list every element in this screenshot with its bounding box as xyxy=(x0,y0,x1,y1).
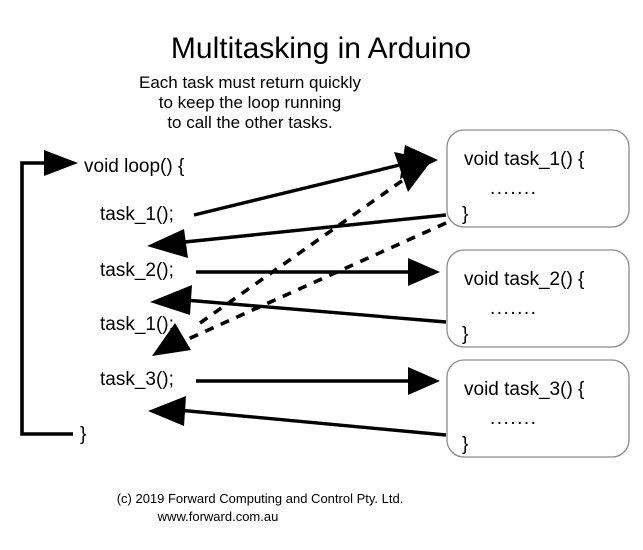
call-arrow-task_3 xyxy=(196,367,440,395)
task-2-open-line: void task_2() { xyxy=(464,269,585,290)
loop-back-connector xyxy=(20,150,78,436)
call-arrow-task_2 xyxy=(196,258,440,286)
task-3-body-line: ....... xyxy=(490,408,537,429)
task-box-outline-1 xyxy=(446,129,630,228)
loop-open-line: void loop() { xyxy=(84,156,185,177)
return-arrow-head-icon-1 xyxy=(147,229,188,258)
task-1-body-line: ....... xyxy=(490,178,537,199)
task-3-open-line: void task_3() { xyxy=(464,379,585,400)
loop-call-label-1: task_1(); xyxy=(100,204,174,225)
subtitle-line-1: Each task must return quickly xyxy=(139,73,362,92)
return-arrow-head-icon-3 xyxy=(152,323,191,356)
call-arrow-task_1-second xyxy=(198,152,432,325)
return-arrow-task_1-second xyxy=(152,221,447,356)
task-box-outline-3 xyxy=(446,359,630,458)
loop-back-arrow-head-icon xyxy=(44,150,78,176)
task-3-close-line: } xyxy=(462,434,468,455)
footer-website: www.forward.com.au xyxy=(157,509,279,524)
task-box-task_3: void task_3() { ....... } xyxy=(446,359,630,458)
return-arrow-head-icon-2 xyxy=(150,285,192,315)
call-arrow-head-icon-2 xyxy=(408,258,440,286)
task-1-open-line: void task_1() { xyxy=(464,149,585,170)
return-arrow-task_3 xyxy=(148,396,447,437)
return-arrow-head-icon-4 xyxy=(148,396,186,426)
task-2-close-line: } xyxy=(462,324,468,345)
loop-call-label-3: task_1(); xyxy=(100,314,174,335)
task-box-task_1: void task_1() { ....... } xyxy=(446,129,630,228)
subtitle-line-2: to keep the loop running xyxy=(159,93,341,112)
task-box-outline-2 xyxy=(446,249,630,348)
loop-call-label-2: task_2(); xyxy=(100,260,174,281)
task-box-task_2: void task_2() { ....... } xyxy=(446,249,630,348)
return-arrow-task_1-first xyxy=(147,213,447,258)
loop-call-label-4: task_3(); xyxy=(100,369,174,390)
loop-close-line: } xyxy=(80,424,86,445)
call-arrow-head-icon-4 xyxy=(408,367,440,395)
return-arrow-task_2 xyxy=(150,285,447,324)
footer-copyright: (c) 2019 Forward Computing and Control P… xyxy=(117,491,404,506)
task-1-close-line: } xyxy=(462,204,468,225)
page-title: Multitasking in Arduino xyxy=(171,32,471,65)
task-2-body-line: ....... xyxy=(490,298,537,319)
call-arrow-head-icon-3 xyxy=(394,152,432,192)
subtitle-line-3: to call the other tasks. xyxy=(167,113,332,132)
